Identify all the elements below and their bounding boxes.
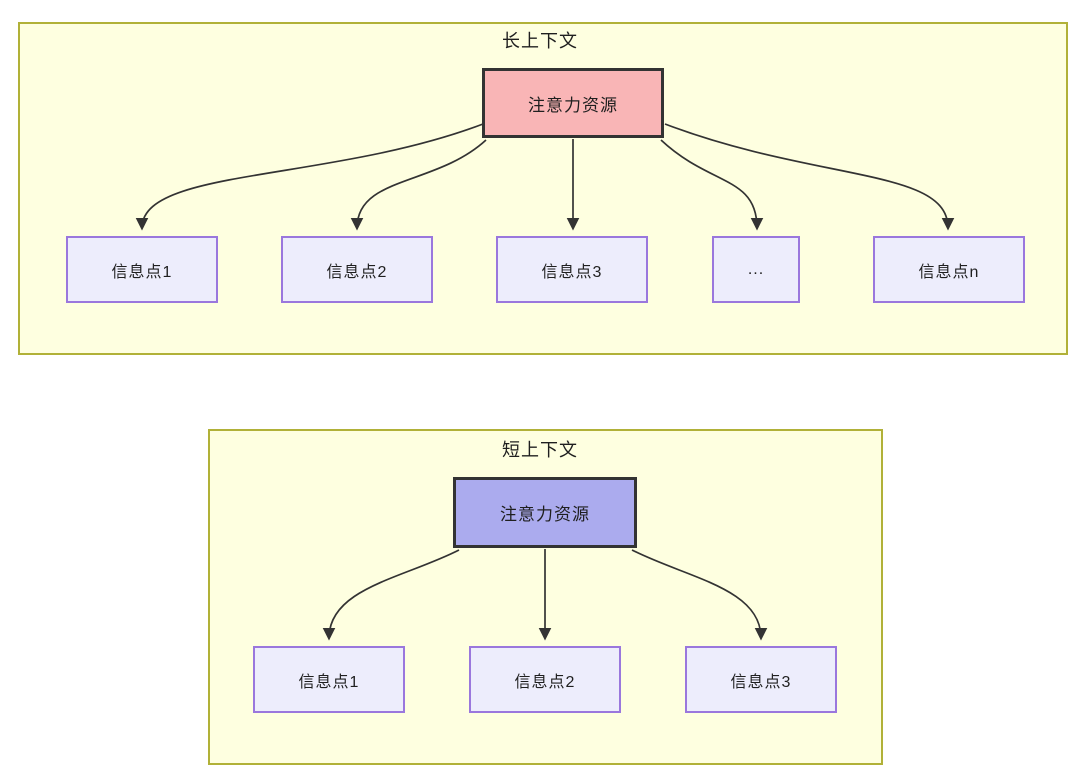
long-info-point-n-node: 信息点n: [873, 236, 1025, 303]
long-info-point-ellipsis-node: ...: [712, 236, 800, 303]
short-info-point-1-node: 信息点1: [253, 646, 405, 713]
long-context-title: 长上下文: [502, 31, 578, 51]
long-info-point-1-node: 信息点1: [66, 236, 218, 303]
short-info-point-3-node: 信息点3: [685, 646, 837, 713]
short-info-point-2-node: 信息点2: [469, 646, 621, 713]
short-context-title: 短上下文: [502, 440, 578, 460]
long-attention-resource-node: 注意力资源: [482, 68, 664, 138]
long-info-point-2-node: 信息点2: [281, 236, 433, 303]
long-info-point-3-node: 信息点3: [496, 236, 648, 303]
short-attention-resource-node: 注意力资源: [453, 477, 637, 548]
